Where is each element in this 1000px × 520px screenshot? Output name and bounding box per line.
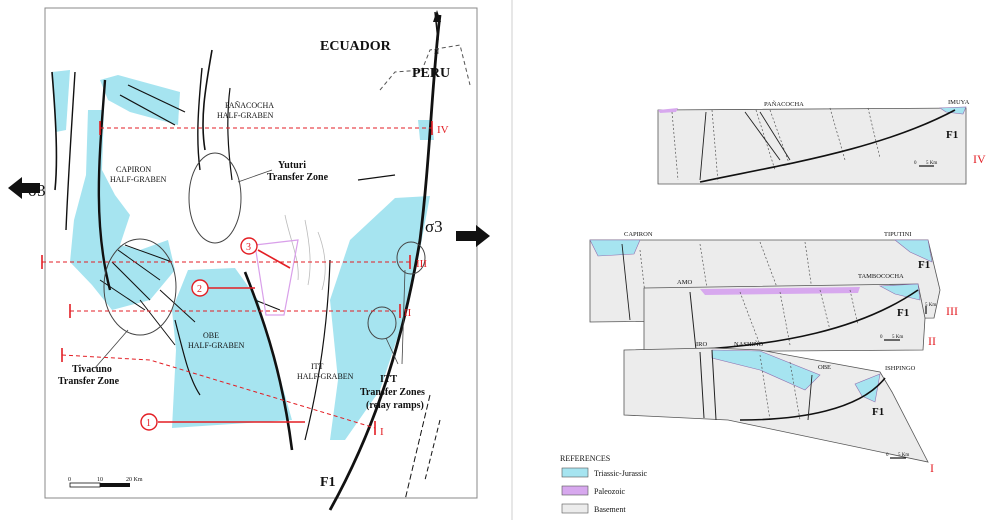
- itt-half-graben-fill: [330, 196, 430, 440]
- sec-iv-fault: F1: [946, 129, 958, 141]
- section-end-ticks: [41, 121, 433, 435]
- capiron-master-fault: [97, 79, 112, 291]
- obe-master-fault: [243, 271, 294, 451]
- basin-north-panacocha: [100, 75, 180, 125]
- label-section-iv: IV: [437, 124, 449, 136]
- label-tivacuno-2: Transfer Zone: [58, 376, 120, 387]
- yuturi-ellipse: [188, 152, 242, 244]
- marker-lines: [158, 249, 305, 423]
- section-lines: [42, 127, 432, 429]
- sec-i-obe: OBE: [818, 364, 831, 371]
- sec-iv-roman: IV: [973, 152, 986, 166]
- label-itt-2: HALF-GRABEN: [297, 372, 354, 381]
- sigma3-arrow-right: [456, 225, 490, 247]
- scale-20: 20 Km: [126, 477, 143, 483]
- sec-iii-roman: III: [946, 304, 958, 318]
- transfer-zone-ellipses: [103, 152, 426, 340]
- marker-circles: [140, 237, 258, 431]
- label-panacocha-2: HALF-GRABEN: [217, 111, 274, 120]
- sec-i-right: ISHPINGO: [885, 365, 916, 372]
- basin-west-strip: [52, 70, 70, 132]
- sec-i-scale: 5 Km: [898, 453, 909, 458]
- label-section-iii: III: [416, 258, 427, 270]
- label-ecuador: ECUADOR: [320, 39, 392, 54]
- sec-iv-right: IMUYA: [948, 99, 970, 106]
- sec-ii-scale: 5 Km: [892, 335, 903, 340]
- sec-ii-left: AMO: [677, 279, 692, 286]
- label-yuturi-2: Transfer Zone: [267, 172, 329, 183]
- section-line-i: [61, 354, 376, 429]
- sec-i-left: IRO: [696, 341, 708, 348]
- f1-master-fault: [328, 14, 442, 511]
- sec-ii-right: TAMBOCOCHA: [858, 273, 904, 280]
- marker-1: 1: [146, 418, 151, 429]
- label-f1-map: F1: [320, 475, 336, 490]
- label-yuturi-1: Yuturi: [278, 160, 306, 171]
- sec-iii-right: TIPUTINI: [884, 231, 911, 238]
- legend-swatch-paleozoic: [561, 485, 589, 496]
- label-sigma3-right: σ3: [425, 217, 443, 236]
- sec-iv-scale: 5 Km: [926, 161, 937, 166]
- capiron-half-graben-fill: [70, 110, 175, 310]
- sec-iv-scale0: 0: [914, 161, 917, 166]
- marker-3: 3: [246, 242, 251, 253]
- triassic-basins: [52, 70, 434, 440]
- sec-i-mid: NASHIÑO: [734, 340, 764, 348]
- map-labels: ECUADOR PERU N PAÑACOCHA HALF-GRABEN CAP…: [28, 39, 450, 490]
- sec-i-fault: F1: [872, 406, 884, 418]
- legend-item-triassic: Triassic-Jurassic: [594, 469, 647, 478]
- map-panel: ECUADOR PERU N PAÑACOCHA HALF-GRABEN CAP…: [8, 7, 490, 511]
- section-i: IRO NASHIÑO OBE ISHPINGO F1 0 5 Km I: [623, 340, 934, 475]
- scale-10: 10: [97, 477, 103, 483]
- label-sigma3-left: σ3: [28, 181, 46, 200]
- legend-item-basement: Basement: [594, 505, 626, 514]
- sec-ii-scale0: 0: [880, 335, 883, 340]
- section-ii: AMO TAMBOCOCHA F1 0 5 Km II: [643, 273, 936, 353]
- sec-iii-left: CAPIRON: [624, 231, 653, 238]
- north-arrow-head: [433, 10, 441, 22]
- label-panacocha-1: PAÑACOCHA: [225, 100, 274, 110]
- fault-lines: [51, 14, 442, 511]
- label-north: N: [434, 48, 439, 56]
- sec-ii-roman: II: [928, 334, 936, 348]
- label-capiron-2: HALF-GRABEN: [110, 175, 167, 184]
- legend-swatch-basement: [561, 503, 589, 514]
- label-itt-tz-3: (relay ramps): [366, 400, 424, 411]
- legend-title: REFERENCES: [560, 454, 610, 463]
- obe-half-graben-fill: [172, 268, 292, 428]
- cross-sections-panel: PAÑACOCHA IMUYA F1 0 5 Km IV CAPIRON TIP…: [589, 99, 986, 475]
- label-peru: PERU: [412, 66, 450, 81]
- label-capiron-1: CAPIRON: [116, 165, 151, 174]
- sec-iii-fault: F1: [918, 259, 930, 271]
- label-section-ii: II: [404, 307, 412, 319]
- sec-i-roman: I: [930, 461, 934, 475]
- legend-swatch-triassic: [561, 467, 589, 478]
- label-itt-tz-1: ITT: [380, 374, 398, 385]
- tivacuno-ellipse: [103, 238, 177, 336]
- sec-i-scale0: 0: [886, 453, 889, 458]
- label-section-i: I: [380, 426, 384, 438]
- label-tivacuno-1: Tivacuno: [72, 364, 112, 375]
- study-box-3: [254, 239, 299, 316]
- label-itt-tz-2: Transfer Zones: [360, 387, 425, 398]
- section-iv: PAÑACOCHA IMUYA F1 0 5 Km IV: [657, 99, 986, 185]
- sigma3-arrow-left: [8, 177, 40, 199]
- label-itt-1: ITT: [311, 362, 324, 371]
- minor-lineaments: [284, 214, 326, 291]
- marker-2: 2: [197, 284, 202, 295]
- sec-iv-left: PAÑACOCHA: [764, 100, 804, 108]
- label-obe-1: OBE: [203, 331, 219, 340]
- transfer-zone-leaders: [94, 169, 406, 369]
- legend: REFERENCES Triassic-Jurassic Paleozoic B…: [560, 454, 647, 514]
- scale-0: 0: [68, 477, 71, 483]
- label-obe-2: HALF-GRABEN: [188, 341, 245, 350]
- sec-ii-fault: F1: [897, 307, 909, 319]
- legend-item-paleozoic: Paleozoic: [594, 487, 626, 496]
- map-scale-bar: [69, 482, 130, 488]
- sec-iii-scale: 5 Km: [925, 303, 936, 308]
